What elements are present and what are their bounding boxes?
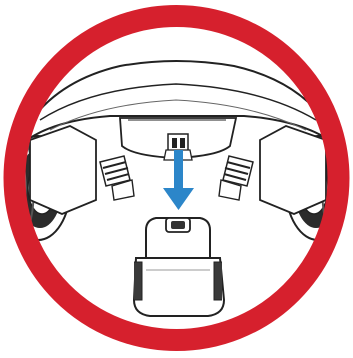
battery-pack [134, 218, 224, 316]
